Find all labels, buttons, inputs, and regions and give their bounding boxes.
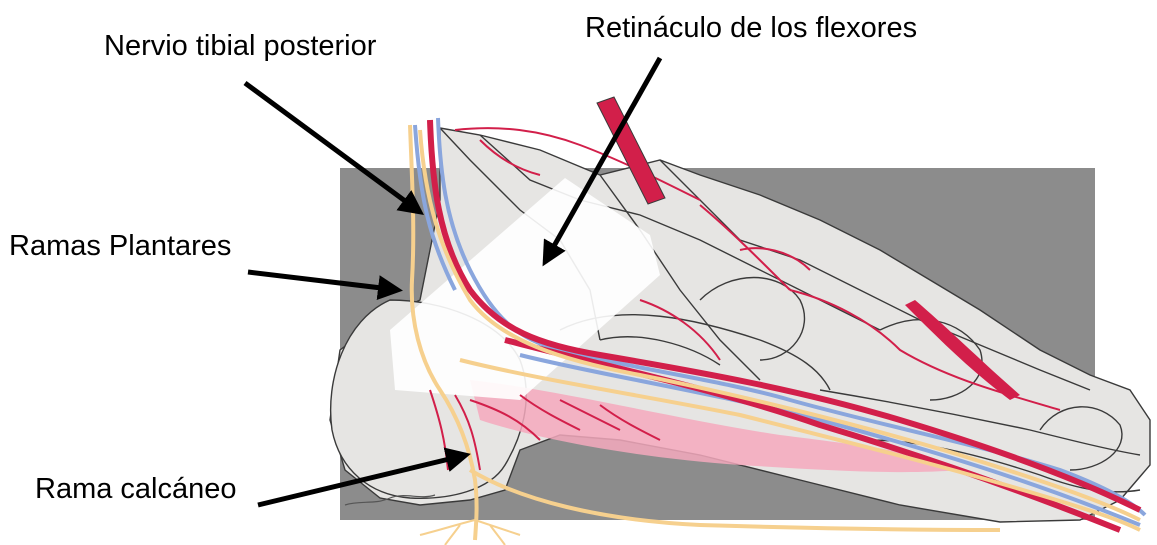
- label-plantar-branches: Ramas Plantares: [9, 232, 231, 261]
- arrow-nerve: [245, 83, 420, 212]
- label-flexor-retinaculum: Retináculo de los flexores: [585, 14, 917, 43]
- label-posterior-tibial-nerve: Nervio tibial posterior: [104, 32, 376, 61]
- label-calcaneal-branch: Rama calcáneo: [35, 475, 237, 504]
- calcaneal-nerve-roots: [420, 520, 520, 545]
